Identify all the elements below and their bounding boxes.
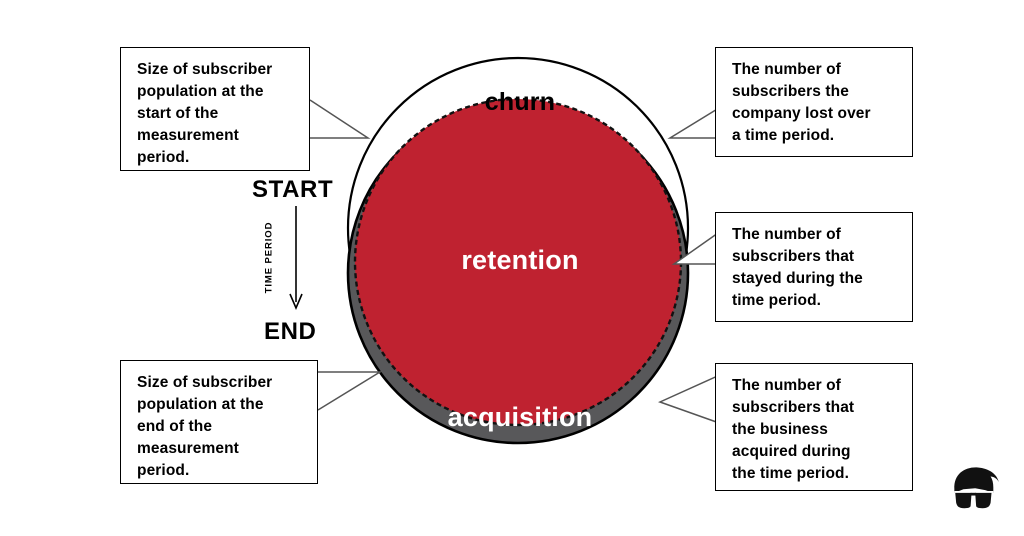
callout-line: Size of subscriber: [137, 61, 273, 78]
callout-line: population at the: [137, 83, 264, 100]
retention-circle: [353, 97, 683, 427]
callout-line: subscribers that: [732, 248, 855, 265]
callout-line: stayed during the: [732, 270, 863, 287]
callout-line: acquired during: [732, 443, 851, 460]
timeline-period-label: TIME PERIOD: [263, 221, 275, 294]
callout-line: subscribers that: [732, 399, 855, 416]
callout-start-population: Size of subscriber population at the sta…: [120, 47, 310, 171]
callout-line: period.: [137, 462, 190, 479]
callout-line: Size of subscriber: [137, 374, 273, 391]
timeline-axis: START TIME PERIOD END: [236, 176, 346, 352]
venn-diagram: churn retention acquisition: [330, 40, 710, 460]
callout-line: a time period.: [732, 127, 835, 144]
callout-line: The number of: [732, 226, 841, 243]
face-with-glasses-logo: [954, 467, 999, 513]
callout-line: measurement: [137, 127, 239, 144]
timeline-end-label: END: [264, 318, 317, 345]
callout-line: end of the: [137, 418, 213, 435]
callout-line: population at the: [137, 396, 264, 413]
callout-retention-definition: The number of subscribers that stayed du…: [715, 212, 913, 322]
callout-line: subscribers the: [732, 83, 849, 100]
callout-line: The number of: [732, 377, 841, 394]
callout-acquisition-definition: The number of subscribers that the busin…: [715, 363, 913, 491]
callout-churn-definition: The number of subscribers the company lo…: [715, 47, 913, 157]
down-arrow-icon: [289, 206, 303, 311]
callout-line: measurement: [137, 440, 239, 457]
callout-line: start of the: [137, 105, 219, 122]
callout-end-population: Size of subscriber population at the end…: [120, 360, 318, 484]
callout-line: period.: [137, 149, 190, 166]
callout-line: the time period.: [732, 465, 850, 482]
callout-line: time period.: [732, 292, 822, 309]
callout-line: The number of: [732, 61, 841, 78]
callout-line: the business: [732, 421, 828, 438]
callout-line: company lost over: [732, 105, 871, 122]
timeline-start-label: START: [252, 176, 334, 203]
